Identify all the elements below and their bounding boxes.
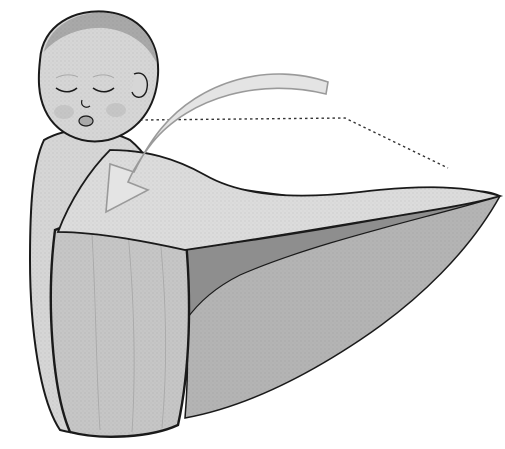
baby-head	[39, 11, 158, 141]
baby-ear	[132, 73, 147, 97]
baby-mouth	[79, 116, 93, 126]
fold-guide-line	[140, 118, 448, 168]
